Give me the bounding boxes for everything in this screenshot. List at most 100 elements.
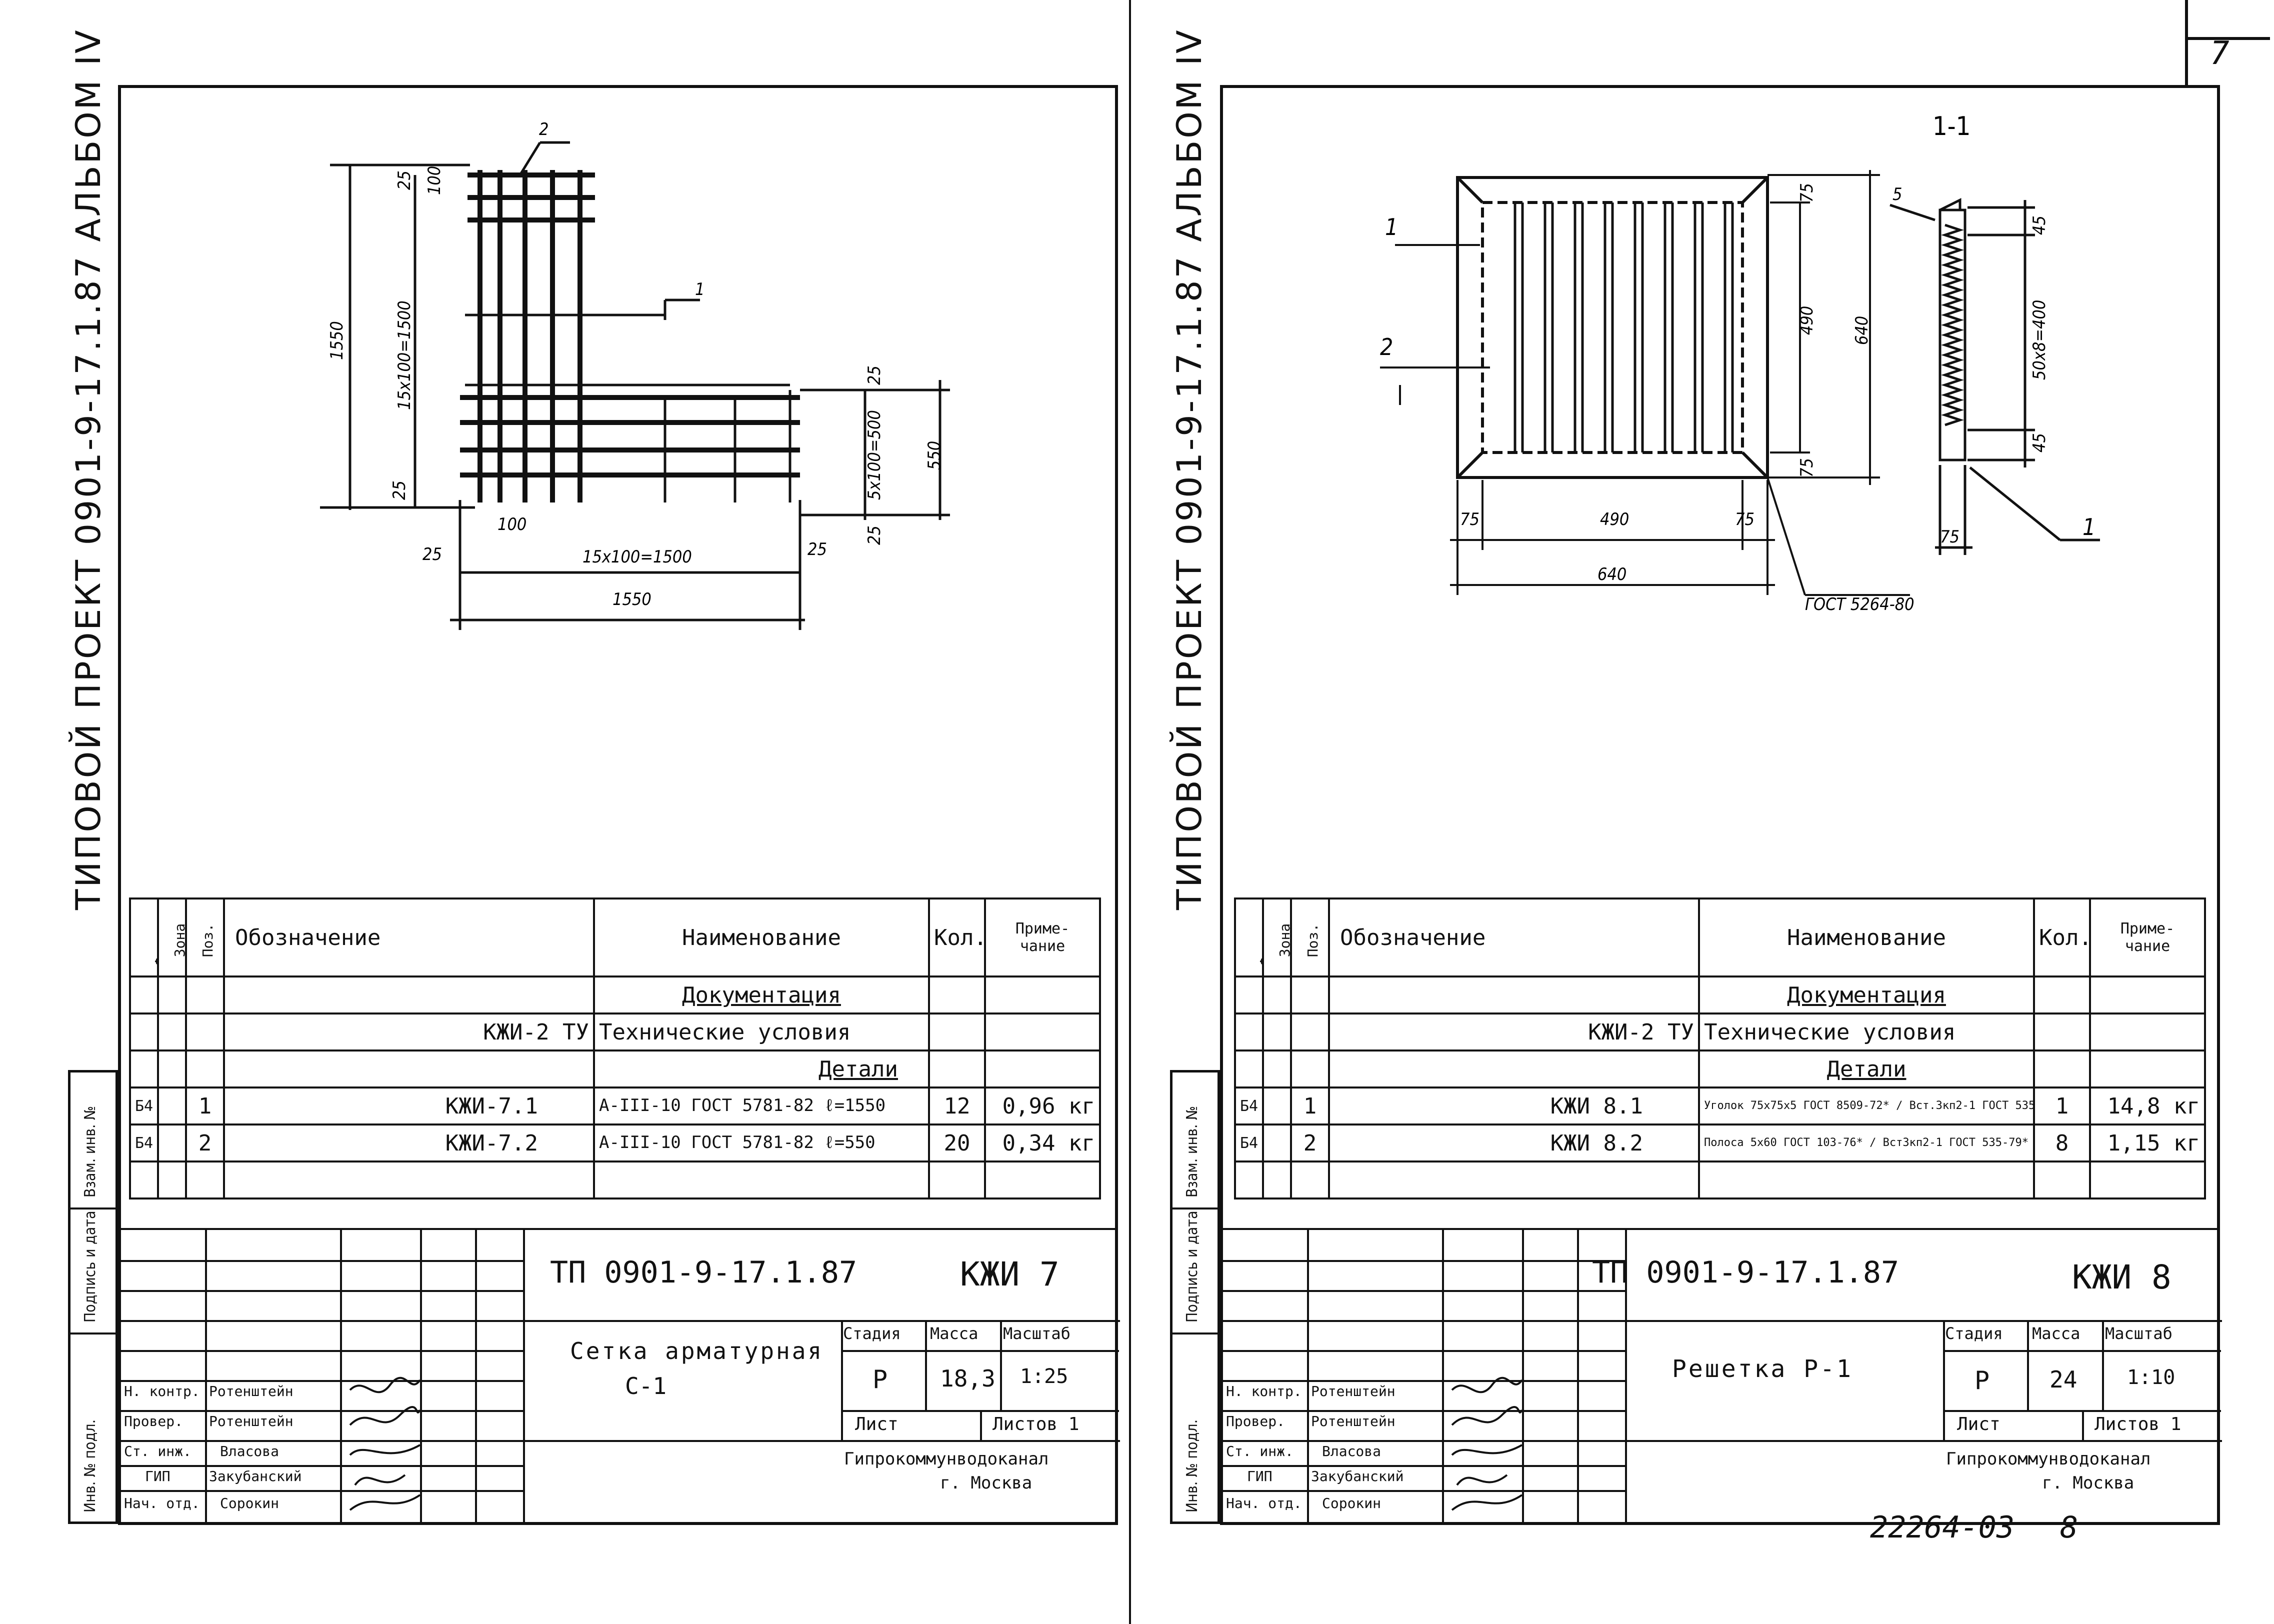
dim-1550-v: 1550 xyxy=(327,321,347,360)
person-name: Ротенштейн xyxy=(1311,1413,1396,1430)
dim-bottom-100: 100 xyxy=(498,514,526,534)
person-name: Ротенштейн xyxy=(1311,1383,1396,1400)
person-name: Ротенштейн xyxy=(209,1413,294,1430)
sheet-number-box xyxy=(2185,37,2270,40)
left-spec-table: Формат Зона Поз. Обозначение Наименовани… xyxy=(129,898,1101,1200)
person-name: Власова xyxy=(220,1443,280,1460)
tb-sheets-label: Листов 1 xyxy=(2094,1414,2182,1434)
person-name: Сорокин xyxy=(1322,1495,1382,1512)
hdr-format: Формат xyxy=(1234,898,1264,978)
hdr-note: Приме- чание xyxy=(2089,898,2206,978)
grate-outer xyxy=(1456,176,1769,479)
dim-mid-490: 490 xyxy=(1797,306,1817,335)
footer-page: 8 xyxy=(2060,1510,2078,1545)
signatures xyxy=(1451,1376,1523,1511)
dim-bottom-490: 490 xyxy=(1600,510,1629,530)
sheet-number-box-side xyxy=(2185,0,2188,88)
section-label: 1-1 xyxy=(1932,112,1970,142)
tb-org-2: г. Москва xyxy=(940,1473,1032,1493)
side-label-orig-inv: Инв. № подл. xyxy=(82,1419,99,1512)
right-title-block: ТП 0901-9-17.1.87 КЖИ 8 Решетка Р-1 Стад… xyxy=(1220,1228,2222,1525)
person-name: Закубанский xyxy=(209,1468,302,1484)
hdr-zone: Зона xyxy=(1262,898,1292,978)
tb-sheets-label: Листов 1 xyxy=(992,1414,1080,1434)
dim-top-25: 25 xyxy=(394,170,414,190)
right-spec-table: Формат Зона Поз. Обозначение Наименовани… xyxy=(1234,898,2206,1200)
tb-org-1: Гипрокоммунводоканал xyxy=(844,1449,1049,1469)
dim-bottom-right-75: 75 xyxy=(1735,510,1754,530)
section-docs: Документация xyxy=(593,976,930,1014)
dim-right-25: 25 xyxy=(864,366,884,385)
hdr-pos: Поз. xyxy=(185,898,225,978)
tb-org-2: г. Москва xyxy=(2042,1473,2134,1493)
tb-sheet-label: Лист xyxy=(855,1414,898,1434)
tb-sheet-code: КЖИ 7 xyxy=(960,1255,1060,1294)
footer-code: 22264-03 xyxy=(1870,1510,2014,1545)
dim-sec-45-top: 45 xyxy=(2030,216,2050,235)
person-role: Нач. отд. xyxy=(1226,1495,1302,1512)
person-role: ГИП xyxy=(145,1468,170,1484)
tb-mass-label: Масса xyxy=(930,1324,978,1343)
left-title-block: ТП 0901-9-17.1.87 КЖИ 7 Сетка арматурная… xyxy=(118,1228,1120,1525)
hdr-zone: Зона xyxy=(157,898,187,978)
side-label-replace-inv: Взам. инв. № xyxy=(82,1106,99,1198)
tb-scale-label: Масштаб xyxy=(1003,1324,1070,1343)
doc-designation: КЖИ-2 ТУ xyxy=(1328,1012,1700,1052)
signatures xyxy=(349,1376,421,1511)
mesh-bars xyxy=(460,170,800,502)
dim-bottom-15x100: 15х100=1500 xyxy=(582,547,692,567)
person-name: Сорокин xyxy=(220,1495,280,1512)
sheet-number: 7 xyxy=(2210,35,2230,72)
section-parts: Детали xyxy=(593,1050,930,1088)
dim-right-5x100: 5х100=500 xyxy=(864,410,884,500)
dim-sec-75: 75 xyxy=(1940,527,1960,547)
tb-title-1: Решетка Р-1 xyxy=(1672,1355,1853,1383)
hdr-note: Приме- чание xyxy=(984,898,1101,978)
dim-right-bottom-25: 25 xyxy=(864,526,884,545)
hdr-qty: Кол. xyxy=(2033,898,2091,978)
side-label-orig-inv: Инв. № подл. xyxy=(1184,1419,1201,1512)
callout-1: 1 xyxy=(695,280,704,300)
hdr-qty: Кол. xyxy=(928,898,986,978)
section-parts: Детали xyxy=(1698,1050,2035,1088)
section-docs: Документация xyxy=(1698,976,2035,1014)
hdr-name: Наименование xyxy=(593,898,930,978)
dim-total-640: 640 xyxy=(1852,316,1872,345)
doc-name: Технические условия xyxy=(1698,1012,2035,1052)
dim-15x100-v: 15х100=1500 xyxy=(394,300,414,410)
page-divider xyxy=(1129,0,1131,1624)
doc-designation: КЖИ-2 ТУ xyxy=(223,1012,595,1052)
person-role: Провер. xyxy=(124,1413,184,1430)
dim-bottom-640: 640 xyxy=(1598,564,1626,584)
left-side-strip: Взам. инв. № Подпись и дата Инв. № подл. xyxy=(68,1070,118,1524)
tb-scale-label: Масштаб xyxy=(2105,1324,2172,1343)
dim-bottom-25: 25 xyxy=(390,480,410,500)
tb-org-1: Гипрокоммунводоканал xyxy=(1946,1449,2151,1469)
right-drawing: 1-1 1 2 5 1 75 490 640 75 75 490 75 640 … xyxy=(1380,112,2100,614)
tb-stage-label: Стадия xyxy=(843,1324,901,1343)
tb-title-2: С-1 xyxy=(625,1372,667,1400)
dim-gost: ГОСТ 5264-80 xyxy=(1805,594,1914,614)
tb-title-1: Сетка арматурная xyxy=(570,1338,824,1364)
tb-stage: Р xyxy=(872,1365,888,1394)
side-label-sign-date: Подпись и дата xyxy=(82,1210,99,1322)
side-label-sign-date: Подпись и дата xyxy=(1184,1210,1201,1322)
tb-stage-label: Стадия xyxy=(1945,1324,2003,1343)
right-side-strip: Взам. инв. № Подпись и дата Инв. № подл. xyxy=(1170,1070,1220,1524)
dim-bottom-75: 75 xyxy=(1797,458,1817,478)
person-role: Ст. инж. xyxy=(124,1443,192,1460)
person-name: Закубанский xyxy=(1311,1468,1404,1484)
tb-sheet-label: Лист xyxy=(1957,1414,2000,1434)
dim-sec-50x8: 50х8=400 xyxy=(2030,300,2050,380)
person-role: Провер. xyxy=(1226,1413,1286,1430)
grate-bars xyxy=(1514,202,1734,452)
tb-scale: 1:10 xyxy=(2127,1366,2176,1389)
dim-right-550: 550 xyxy=(924,441,944,470)
dim-bottom-left-25: 25 xyxy=(422,544,442,564)
doc-name: Технические условия xyxy=(593,1012,930,1052)
tb-sheet-code: КЖИ 8 xyxy=(2072,1258,2172,1296)
tb-scale: 1:25 xyxy=(1020,1365,1068,1388)
hdr-designation: Обозначение xyxy=(223,898,595,978)
